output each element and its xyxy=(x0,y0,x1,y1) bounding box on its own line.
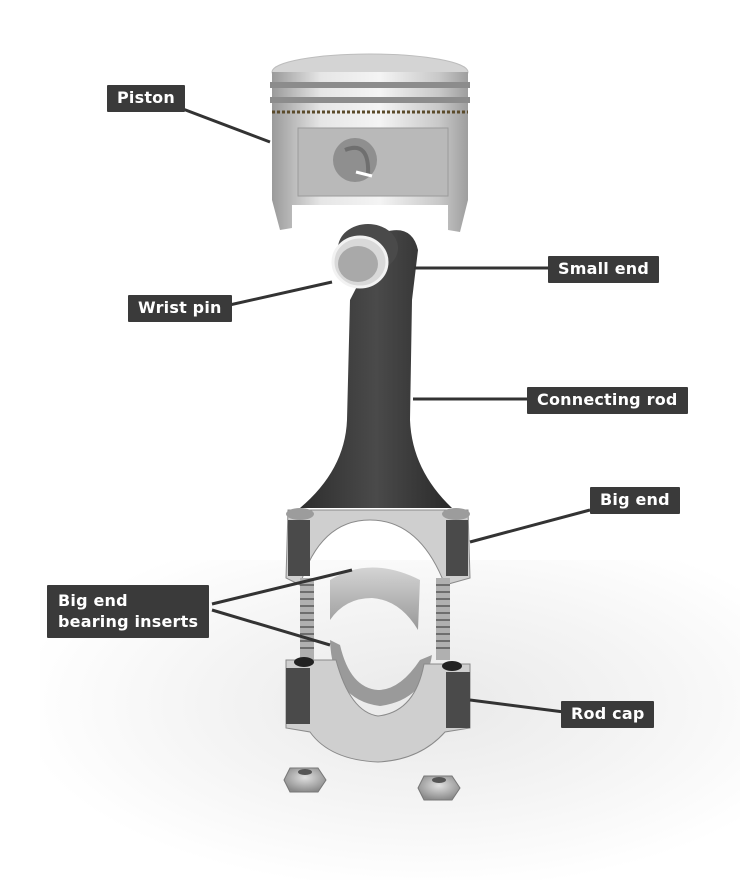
connecting-rod-shape xyxy=(300,224,452,508)
piston-shape xyxy=(270,53,470,232)
label-wrist-pin: Wrist pin xyxy=(128,295,232,322)
rod-cap-shape xyxy=(285,657,471,763)
rod-nuts xyxy=(283,767,461,801)
label-big-end: Big end xyxy=(590,487,680,514)
big-end-shape xyxy=(285,508,471,586)
bearing-inserts-shape xyxy=(330,567,432,706)
label-small-end: Small end xyxy=(548,256,660,283)
label-piston: Piston xyxy=(107,85,185,112)
label-rod-cap: Rod cap xyxy=(561,701,655,728)
leader-lines xyxy=(174,104,591,714)
label-connecting-rod: Connecting rod xyxy=(527,387,688,414)
label-big-end-bearing-inserts: Big end bearing inserts xyxy=(47,585,210,638)
